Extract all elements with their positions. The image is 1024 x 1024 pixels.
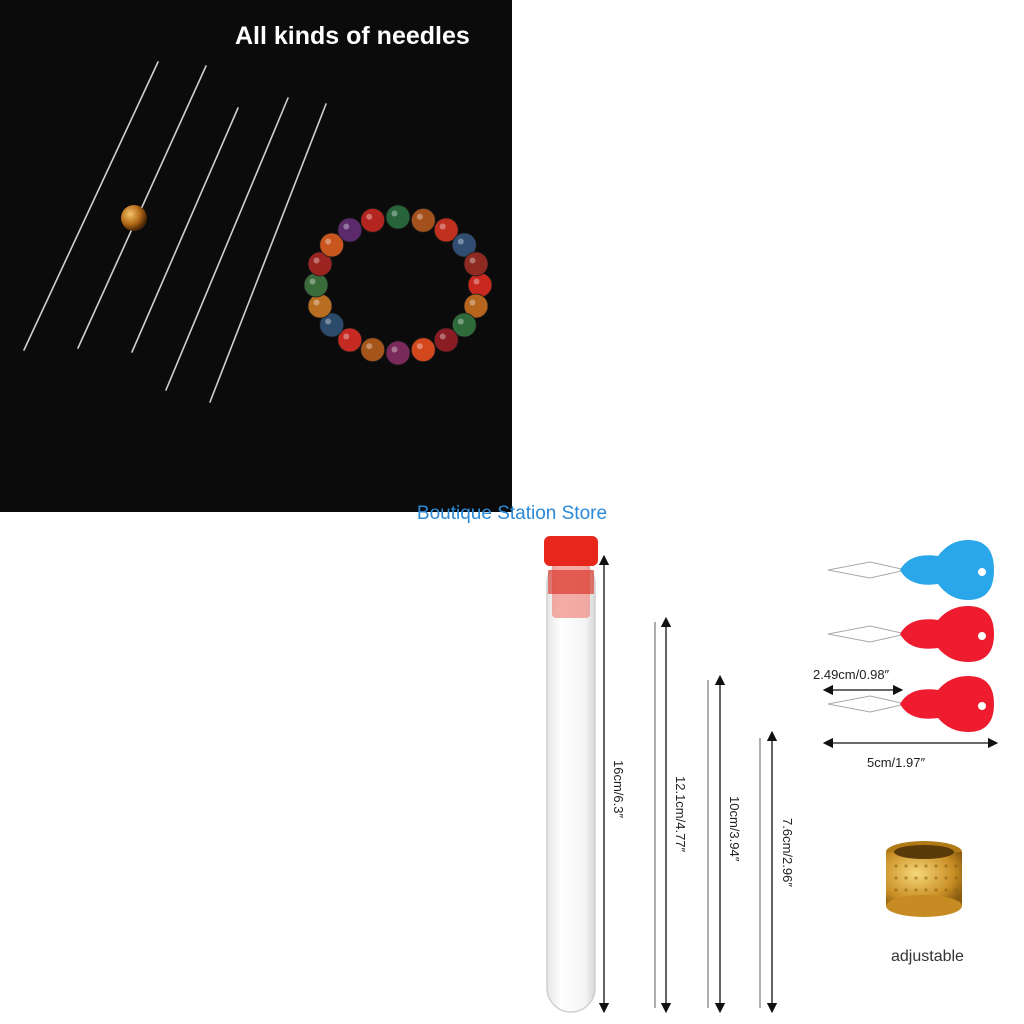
bead-highlight (439, 223, 446, 230)
bead-highlight (309, 278, 316, 285)
threader-head-width-label: 2.49cm/0.98″ (813, 667, 890, 682)
bracelet-bead (410, 207, 436, 233)
threader-total-width-label: 5cm/1.97″ (867, 755, 926, 770)
bracelet-bead (410, 337, 436, 363)
needle-icon (23, 61, 327, 403)
tube-length-label: 16cm/6.3″ (611, 760, 626, 819)
thimble-label: adjustable (891, 948, 964, 965)
photo-title: All kinds of needles (235, 22, 470, 50)
bracelet-bead (319, 232, 345, 258)
needles-and-bracelet-illustration (23, 61, 493, 403)
bead-highlight (457, 318, 464, 325)
needle-icon (654, 622, 761, 1008)
bead-highlight (391, 346, 398, 353)
bead-highlight (325, 238, 332, 245)
bead-highlight (439, 333, 446, 340)
bead-highlight (343, 333, 350, 340)
vertical-dimension-arrows (598, 554, 778, 1014)
needle-threader-icon (827, 540, 994, 732)
product-photo: All kinds of needles (0, 0, 512, 512)
needle-tube-icon (544, 536, 598, 1013)
bead-highlight (366, 213, 373, 220)
bracelet-bead (433, 327, 459, 353)
bead-highlight (366, 343, 373, 350)
bead-highlight (469, 299, 476, 306)
bracelet-bead (463, 293, 489, 319)
bead-highlight (325, 318, 332, 325)
needle-long-length-label: 12.1cm/4.77″ (673, 776, 688, 853)
threader-red-1 (827, 606, 994, 662)
horizontal-dimension-arrows (822, 684, 999, 749)
bracelet-bead (385, 204, 411, 230)
bracelet-bead (463, 251, 489, 277)
bead-highlight (473, 278, 480, 285)
threader-red-2 (827, 676, 994, 732)
bracelet-bead (360, 207, 386, 233)
bracelet-bead (451, 312, 477, 338)
bead-highlight (391, 210, 398, 217)
bead-highlight (416, 343, 423, 350)
bead-highlight (457, 238, 464, 245)
bracelet-bead (337, 327, 363, 353)
bracelet-bead (385, 340, 411, 366)
bead-highlight (469, 257, 476, 264)
bracelet-bead (360, 337, 386, 363)
bead-highlight (416, 213, 423, 220)
bead-highlight (313, 299, 320, 306)
store-watermark: Boutique Station Store (416, 503, 608, 524)
bracelet-bead (451, 232, 477, 258)
thimble-icon (886, 841, 962, 917)
bead-highlight (343, 223, 350, 230)
needle-medium-length-label: 10cm/3.94″ (727, 796, 742, 862)
needle-short-length-label: 7.6cm/2.96″ (780, 818, 795, 887)
single-bead (121, 205, 147, 231)
threader-blue (827, 540, 994, 600)
bracelet-bead (433, 217, 459, 243)
bead-highlight (313, 257, 320, 264)
bracelet-bead (307, 251, 333, 277)
bead-bracelet-icon (303, 204, 493, 366)
bracelet-bead (337, 217, 363, 243)
bracelet-bead (319, 312, 345, 338)
